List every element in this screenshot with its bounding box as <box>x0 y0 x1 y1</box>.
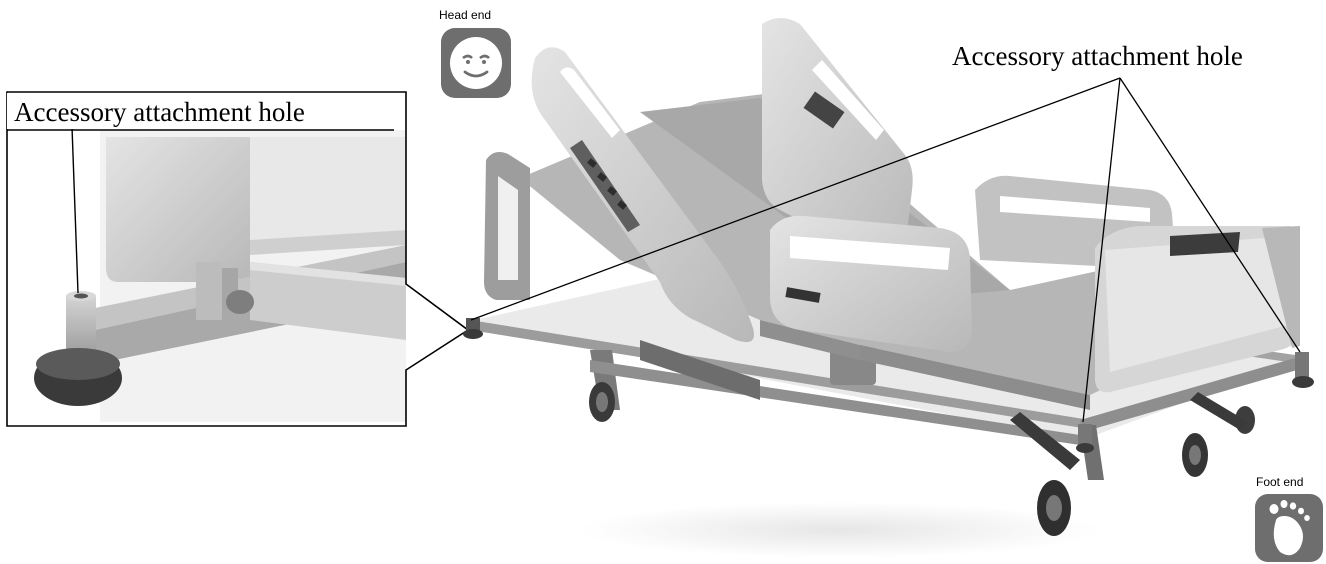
footprint-icon <box>1255 494 1323 562</box>
head-end-label: Head end <box>439 8 491 22</box>
foot-end-label: Foot end <box>1256 475 1303 489</box>
foot-end-marker: Foot end <box>1255 475 1323 562</box>
face-icon <box>441 28 511 98</box>
inset-hole-label: Accessory attachment hole <box>14 97 305 127</box>
main-hole-label: Accessory attachment hole <box>952 41 1243 71</box>
inset-detail <box>34 127 406 422</box>
hospital-bed <box>463 18 1314 558</box>
head-end-marker: Head end <box>439 8 511 98</box>
